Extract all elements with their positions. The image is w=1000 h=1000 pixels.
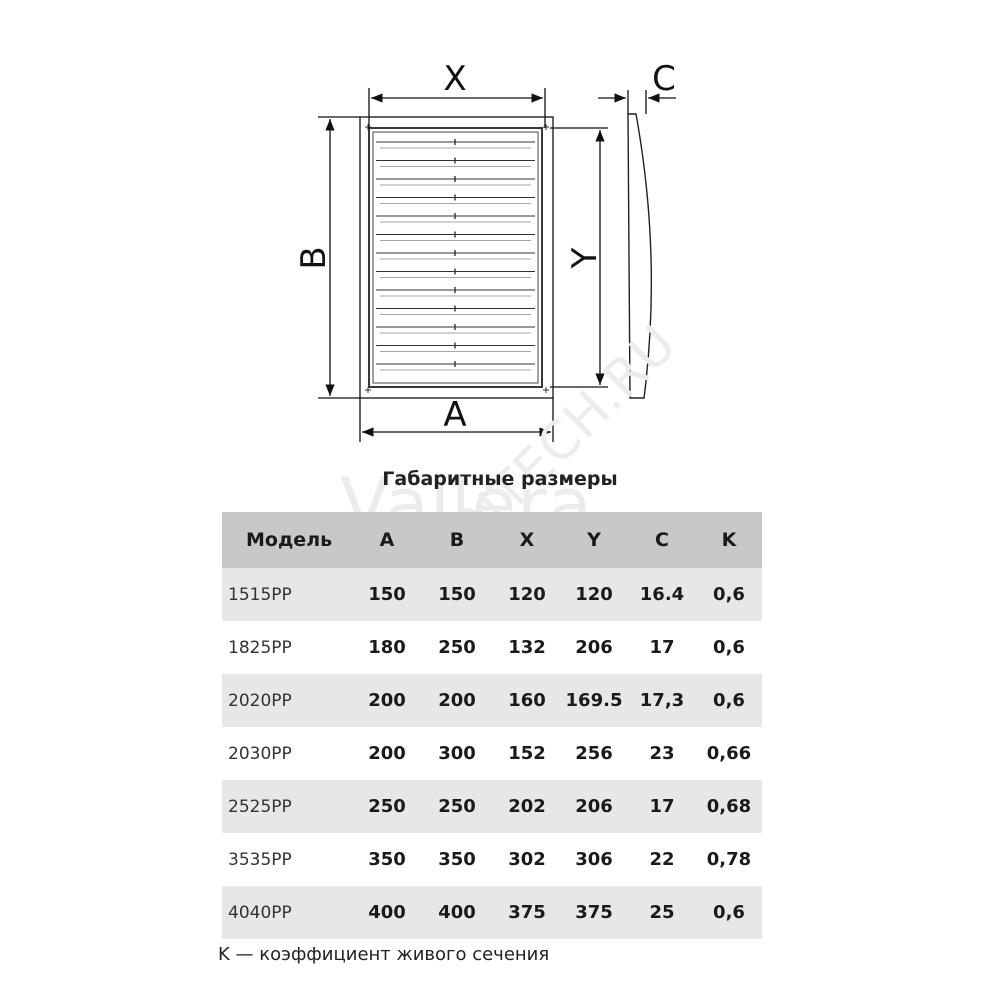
dimension-a-label: A (443, 395, 466, 435)
dimension-x (368, 88, 546, 128)
cell-b: 400 (438, 902, 476, 923)
cell-k: 0,68 (706, 796, 752, 817)
grille-dimension-drawing: X B Y A C (294, 59, 676, 442)
mounting-hole-marks (365, 124, 549, 393)
footnote: K — коэффициент живого сечения (218, 944, 550, 965)
cell-y: 206 (575, 637, 613, 658)
cell-c: 17 (649, 796, 675, 817)
table-header-row: Модель A B X Y C K (222, 512, 762, 568)
cell-c: 25 (649, 902, 675, 923)
column-header-x: X (519, 529, 535, 551)
cell-y: 375 (575, 902, 613, 923)
cell-x: 152 (508, 743, 546, 764)
cell-x: 202 (508, 796, 546, 817)
table-row: 3535PP 350 350 302 306 22 0,78 (222, 833, 762, 886)
table-row: 2020PP 200 200 160 169.5 17,3 0,6 (222, 674, 762, 727)
column-header-b: B (449, 529, 465, 551)
cell-x: 302 (508, 849, 546, 870)
dimension-x-label: X (443, 59, 466, 99)
cell-a: 200 (368, 690, 406, 711)
cell-k: 0,6 (713, 637, 745, 658)
cell-model: 1515PP (228, 584, 292, 605)
cell-k: 0,66 (706, 743, 752, 764)
cell-a: 150 (368, 584, 406, 605)
cell-a: 250 (368, 796, 406, 817)
column-header-y: Y (587, 529, 601, 551)
cell-model: 2030PP (228, 743, 292, 764)
cell-y: 256 (575, 743, 613, 764)
grille-louvers (376, 139, 535, 371)
cell-c: 17 (649, 637, 675, 658)
cell-b: 150 (438, 584, 476, 605)
cell-c: 22 (649, 849, 675, 870)
table-title: Габаритные размеры (382, 468, 618, 490)
cell-model: 4040PP (228, 902, 292, 923)
dimension-b-label: B (294, 246, 334, 269)
table-row: 4040PP 400 400 375 375 25 0,6 (222, 886, 762, 939)
cell-k: 0,6 (713, 902, 745, 923)
cell-model: 3535PP (228, 849, 292, 870)
cell-y: 206 (575, 796, 613, 817)
dimension-y (550, 127, 608, 388)
cell-k: 0,6 (713, 584, 745, 605)
cell-x: 160 (508, 690, 546, 711)
cell-k: 0,78 (706, 849, 752, 870)
cell-x: 120 (508, 584, 546, 605)
table-row: 1825PP 180 250 132 206 17 0,6 (222, 621, 762, 674)
dimension-a (359, 398, 554, 442)
column-header-k: K (721, 529, 737, 551)
cell-model: 2525PP (228, 796, 292, 817)
dimension-c-label: C (652, 59, 676, 99)
dimension-b (318, 116, 360, 399)
cell-c: 16.4 (639, 584, 685, 605)
cell-c: 17,3 (639, 690, 685, 711)
cell-y: 169.5 (565, 690, 623, 711)
cell-x: 132 (508, 637, 546, 658)
cell-x: 375 (508, 902, 546, 923)
cell-a: 180 (368, 637, 406, 658)
column-header-c: C (655, 529, 669, 551)
cell-c: 23 (649, 743, 675, 764)
grille-side-profile (627, 113, 653, 399)
cell-b: 350 (438, 849, 476, 870)
cell-model: 1825PP (228, 637, 292, 658)
cell-model: 2020PP (228, 690, 292, 711)
cell-a: 200 (368, 743, 406, 764)
column-header-a: A (379, 529, 395, 551)
cell-b: 250 (438, 637, 476, 658)
cell-b: 200 (438, 690, 476, 711)
cell-a: 400 (368, 902, 406, 923)
cell-b: 250 (438, 796, 476, 817)
table-row: 2030PP 200 300 152 256 23 0,66 (222, 727, 762, 780)
cell-y: 306 (575, 849, 613, 870)
dimension-y-label: Y (565, 247, 605, 269)
cell-b: 300 (438, 743, 476, 764)
table-row: 2525PP 250 250 202 206 17 0,68 (222, 780, 762, 833)
cell-a: 350 (368, 849, 406, 870)
cell-k: 0,6 (713, 690, 745, 711)
dimension-c (598, 90, 676, 114)
cell-y: 120 (575, 584, 613, 605)
column-header-model: Модель (246, 529, 333, 551)
table-row: 1515PP 150 150 120 120 16.4 0,6 (222, 568, 762, 621)
